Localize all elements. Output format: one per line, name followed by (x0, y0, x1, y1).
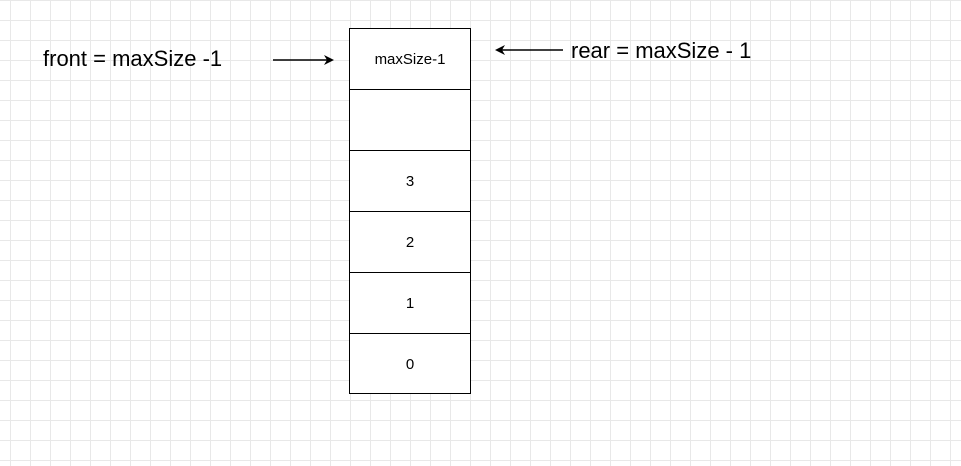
array-cell-2: 2 (350, 212, 470, 273)
array-cell-1: 1 (350, 273, 470, 334)
queue-array: maxSize-1 3 2 1 0 (349, 28, 471, 394)
rear-label: rear = maxSize - 1 (571, 38, 752, 63)
array-cell-3: 3 (350, 151, 470, 212)
rear-arrow (495, 45, 563, 55)
front-arrow (273, 55, 334, 65)
array-cell-empty (350, 90, 470, 151)
front-label: front = maxSize -1 (43, 46, 223, 71)
array-cell-0: 0 (405, 355, 415, 373)
array-cell-top: maxSize-1 (350, 29, 470, 90)
